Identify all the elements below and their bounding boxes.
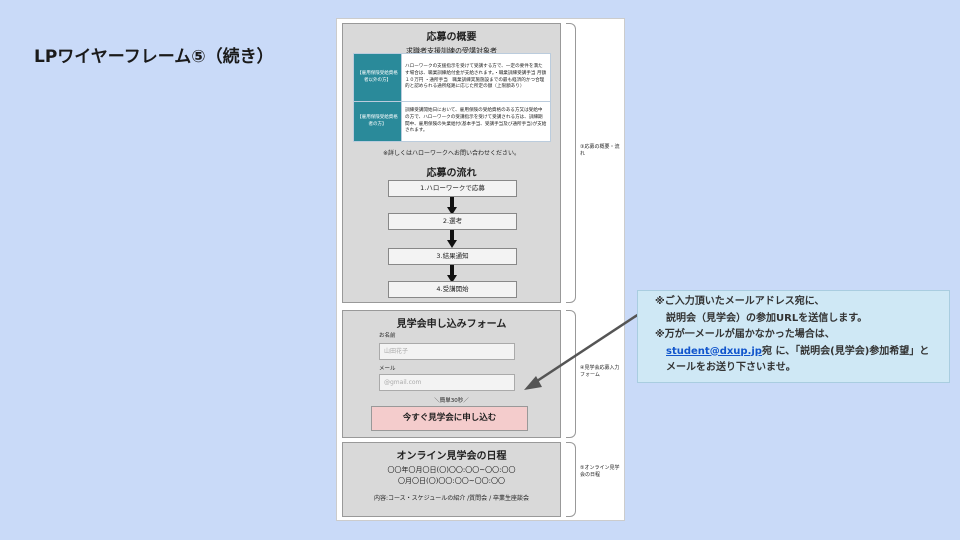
email-label: メール	[379, 366, 396, 372]
name-label: お名前	[379, 333, 396, 339]
email-input[interactable]: @gmail.com	[379, 374, 515, 391]
down-arrow-icon	[447, 230, 457, 248]
flow-step: 2.選考	[388, 213, 517, 230]
name-input[interactable]: 山田花子	[379, 343, 515, 360]
section-bracket	[566, 310, 576, 438]
callout-line: ※ご入力頂いたメールアドレス宛に、	[655, 296, 825, 307]
email-callout: ※ご入力頂いたメールアドレス宛に、 説明会（見学会）の参加URLを送信します。 …	[637, 290, 950, 383]
table-row: 【雇用保険受給資格者の方】訓練受講開始日において、雇用保険の受給資格のある方又は…	[353, 101, 551, 142]
form-heading: 見学会申し込みフォーム	[396, 319, 507, 330]
row-label: 【雇用保険受給資格者の方】	[353, 101, 402, 142]
callout-line: 説明会（見学会）の参加URLを送信します。	[666, 312, 868, 324]
schedule-section: オンライン見学会の日程 〇〇年〇月〇日(〇)〇〇:〇〇~〇〇:〇〇 〇月〇日(〇…	[342, 442, 561, 517]
overview-subheading: 求職者支援訓練の受講対象者	[406, 47, 497, 55]
section-bracket	[566, 442, 576, 517]
form-hint: ＼簡単30秒／	[434, 398, 469, 404]
down-arrow-icon	[447, 265, 457, 283]
eligibility-table: 【雇用保険受給資格者以外の方】ハローワークの支援指示を受けて受講する方で、一定の…	[353, 53, 551, 142]
email-link[interactable]: student@dxup.jp	[666, 345, 762, 357]
callout-line: ※万が一メールが届かなかった場合は、	[655, 329, 835, 340]
overview-note: ※詳しくはハローワークへお問い合わせください。	[382, 150, 521, 157]
page-title: LPワイヤーフレーム⑤（続き）	[34, 47, 274, 67]
annotation-label: ⑤オンライン見学会の日程	[580, 465, 620, 478]
schedule-heading: オンライン見学会の日程	[396, 451, 507, 462]
overview-section: 応募の概要 求職者支援訓練の受講対象者 【雇用保険受給資格者以外の方】ハローワー…	[342, 23, 561, 303]
annotation-label: ④見学会応募入力フォーム	[580, 365, 620, 378]
down-arrow-icon	[447, 197, 457, 215]
row-text: 訓練受講開始日において、雇用保険の受給資格のある方又は受給中の方で、ハローワーク…	[401, 101, 551, 142]
flow-step: 4.受講開始	[388, 281, 517, 298]
callout-line: 宛 に、「説明会(見学会)参加希望」と	[761, 345, 930, 357]
overview-heading: 応募の概要	[426, 32, 477, 43]
annotation-label: ③応募の概要・流れ	[580, 144, 620, 157]
schedule-line: 〇月〇日(〇)〇〇:〇〇~〇〇:〇〇	[397, 477, 506, 485]
submit-button[interactable]: 今すぐ見学会に申し込む	[371, 406, 528, 431]
flow-heading: 応募の流れ	[426, 168, 477, 179]
section-bracket	[566, 23, 576, 303]
callout-line: メールをお送り下さいませ。	[666, 362, 796, 373]
flow-step: 3.結果通知	[388, 248, 517, 265]
wireframe-sheet: 応募の概要 求職者支援訓練の受講対象者 【雇用保険受給資格者以外の方】ハローワー…	[336, 18, 625, 521]
schedule-line: 〇〇年〇月〇日(〇)〇〇:〇〇~〇〇:〇〇	[387, 466, 516, 474]
form-section: 見学会申し込みフォーム お名前 山田花子 メール @gmail.com ＼簡単3…	[342, 310, 561, 438]
flow-step: 1.ハローワークで応募	[388, 180, 517, 197]
schedule-content: 内容:コース・スケジュールの紹介 /質問会 / 卒業生座談会	[373, 495, 530, 502]
